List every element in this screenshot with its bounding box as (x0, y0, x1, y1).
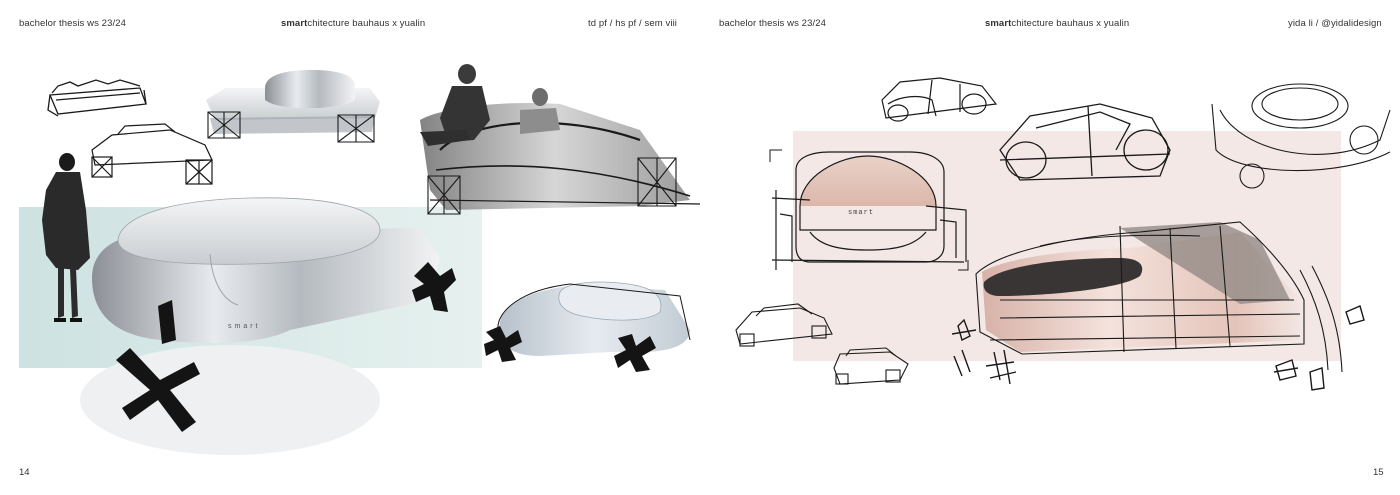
left-page: bachelor thesis ws 23/24 smartchitecture… (19, 18, 700, 478)
page-number: 15 (1373, 467, 1384, 478)
car-badge-text: smart (848, 209, 874, 217)
men-photo-collage (420, 64, 700, 215)
sketch-small-car-top (881, 77, 998, 122)
header-author-label: yida li / @yidalidesign (1288, 18, 1382, 29)
sketch-car-center-top (999, 103, 1171, 181)
right-sketch-collage: smart (735, 77, 1391, 391)
car-badge-text: smart (228, 323, 261, 330)
title-rest-part: chitecture bauhaus x yualin (1011, 18, 1130, 29)
person-figure (42, 153, 90, 322)
header-thesis-label: bachelor thesis ws 23/24 (719, 18, 826, 29)
sketch-car-crosses (91, 123, 213, 185)
page-number: 14 (19, 467, 30, 478)
header-project-title: smartchitecture bauhaus x yualin (985, 18, 1129, 29)
title-bold-part: smart (985, 18, 1012, 29)
sketch-large-pink-car (951, 221, 1365, 391)
metal-car-sketch-top (206, 70, 380, 143)
header-project-title: smartchitecture bauhaus x yualin (281, 18, 425, 29)
title-bold-part: smart (281, 18, 308, 29)
left-sketch-collage: smart (19, 64, 700, 455)
right-page: bachelor thesis ws 23/24 smartchitecture… (700, 0, 1400, 495)
sketch-front-car: smart (771, 151, 967, 270)
sketch-round-car (1211, 83, 1391, 189)
sketch-box-car (47, 79, 147, 117)
title-rest-part: chitecture bauhaus x yualin (307, 18, 426, 29)
header-course-label: td pf / hs pf / sem viii (588, 18, 677, 29)
blue-car-render (484, 281, 691, 372)
sketch-small-car-left (735, 303, 833, 347)
sketch-small-car-lower (833, 347, 909, 385)
header-thesis-label: bachelor thesis ws 23/24 (19, 18, 126, 29)
silver-car-render: smart (80, 197, 456, 455)
